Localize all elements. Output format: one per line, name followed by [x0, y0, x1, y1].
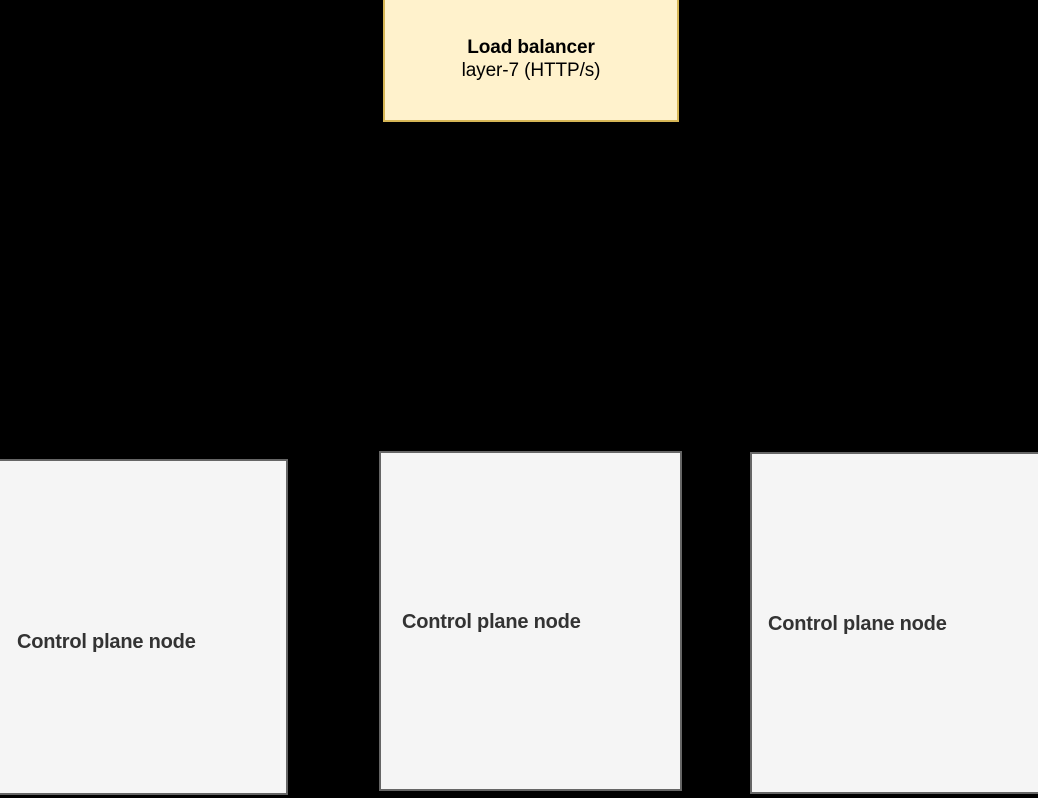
load-balancer-title: Load balancer — [467, 36, 595, 58]
control-plane-node-3-label: Control plane node — [768, 613, 947, 635]
control-plane-node-1-label: Control plane node — [17, 631, 196, 653]
load-balancer-node[interactable]: Load balancer layer-7 (HTTP/s) — [383, 0, 679, 122]
control-plane-node-2[interactable]: Control plane node — [379, 451, 682, 791]
control-plane-node-3[interactable]: Control plane node — [750, 452, 1038, 794]
control-plane-node-1[interactable]: Control plane node — [0, 459, 288, 795]
load-balancer-subtitle: layer-7 (HTTP/s) — [461, 60, 601, 81]
control-plane-node-2-label: Control plane node — [402, 611, 581, 633]
